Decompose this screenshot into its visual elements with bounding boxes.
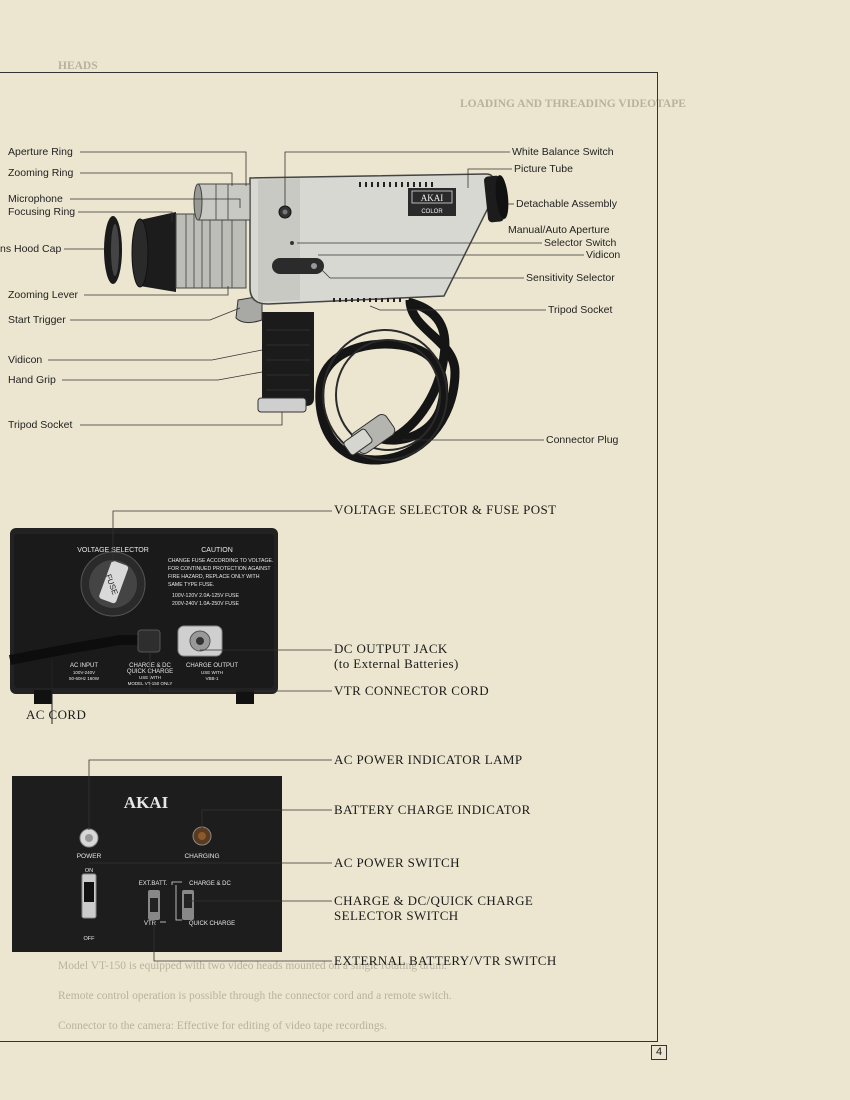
caution-line: SAME TYPE FUSE. bbox=[168, 582, 214, 588]
label-vidicon-left: Vidicon bbox=[8, 354, 43, 366]
charger-front-panel-text: POWER CHARGING ON OFF EXT.BATT. VTR CHAR… bbox=[77, 853, 235, 942]
camera-brand-badge: AKAI bbox=[421, 193, 444, 203]
label-sensitivity-selector: Sensitivity Selector bbox=[526, 272, 615, 284]
camera-illustration: AKAI COLOR bbox=[104, 173, 509, 465]
label-selector-switch-front: SELECTOR SWITCH bbox=[334, 908, 459, 923]
front-panel-brand: AKAI bbox=[124, 793, 169, 812]
charger-back-illustration: FUSE bbox=[9, 528, 278, 724]
label-tripod-socket-left: Tripod Socket bbox=[8, 419, 73, 431]
label-dc-output-jack-sub: (to External Batteries) bbox=[334, 656, 459, 671]
label-charge-dc-quick-charge: CHARGE & DC/QUICK CHARGE bbox=[334, 893, 534, 908]
page-number: 4 bbox=[651, 1045, 667, 1060]
caution-line: 200V-240V 1.0A-250V FUSE bbox=[172, 601, 239, 607]
label-battery-charge-indicator: BATTERY CHARGE INDICATOR bbox=[334, 802, 531, 817]
label-lens-hood-cap: ns Hood Cap bbox=[0, 243, 62, 255]
charge-output-sub: USE WITH bbox=[201, 670, 223, 675]
label-microphone: Microphone bbox=[8, 193, 63, 205]
caution-title: CAUTION bbox=[201, 547, 233, 554]
power-label: POWER bbox=[77, 853, 102, 860]
label-picture-tube: Picture Tube bbox=[514, 163, 573, 175]
ac-input-sub: 50-60Hz 160W bbox=[69, 676, 100, 681]
figure-frame bbox=[0, 72, 658, 1042]
label-detachable-assembly: Detachable Assembly bbox=[516, 198, 617, 210]
label-ac-cord: AC CORD bbox=[26, 707, 87, 722]
label-dc-output-jack: DC OUTPUT JACK bbox=[334, 641, 448, 656]
label-connector-plug: Connector Plug bbox=[546, 434, 619, 446]
charge-dc-front-label: CHARGE & DC bbox=[189, 881, 231, 887]
charging-label: CHARGING bbox=[184, 853, 219, 860]
ac-input-sub: 100V-240V bbox=[73, 670, 95, 675]
label-focusing-ring: Focusing Ring bbox=[8, 206, 76, 218]
label-zooming-lever: Zooming Lever bbox=[8, 289, 79, 301]
bleed-heading-right: LOADING AND THREADING VIDEOTAPE bbox=[460, 98, 686, 110]
label-vtr-connector-cord: VTR CONNECTOR CORD bbox=[334, 683, 490, 698]
bleed-line: Model VT-150 is equipped with two video … bbox=[58, 960, 448, 972]
caution-line: FIRE HAZARD, REPLACE ONLY WITH bbox=[168, 574, 260, 580]
label-hand-grip: Hand Grip bbox=[8, 374, 56, 386]
label-vidicon-right: Vidicon bbox=[586, 249, 621, 261]
caution-line: FOR CONTINUED PROTECTION AGAINST bbox=[168, 566, 271, 572]
label-white-balance-switch: White Balance Switch bbox=[512, 146, 614, 158]
vtr-label: VTR bbox=[144, 921, 157, 927]
caution-line: CHANGE FUSE ACCORDING TO VOLTAGE. bbox=[168, 558, 273, 564]
charger-leader-lines bbox=[112, 510, 332, 692]
bleed-heading-left: HEADS bbox=[58, 60, 98, 72]
quick-charge-front-label: QUICK CHARGE bbox=[189, 921, 235, 927]
caution-line: 100V-120V 2.0A-125V FUSE bbox=[172, 593, 239, 599]
label-voltage-selector-fuse-post: VOLTAGE SELECTOR & FUSE POST bbox=[334, 502, 557, 517]
label-tripod-socket-right: Tripod Socket bbox=[548, 304, 613, 316]
charger-front-illustration: AKAI bbox=[12, 776, 282, 952]
charge-output-label: CHARGE OUTPUT bbox=[186, 663, 238, 669]
label-manual-auto-aperture: Manual/Auto Aperture bbox=[508, 224, 610, 236]
front-leader-lines bbox=[88, 759, 332, 962]
label-ac-power-indicator-lamp: AC POWER INDICATOR LAMP bbox=[334, 752, 523, 767]
label-zooming-ring: Zooming Ring bbox=[8, 167, 74, 179]
off-label: OFF bbox=[84, 936, 96, 942]
camera-leader-lines bbox=[48, 151, 584, 441]
bleed-line: Remote control operation is possible thr… bbox=[58, 990, 452, 1002]
camera-color-badge: COLOR bbox=[421, 209, 443, 215]
label-start-trigger: Start Trigger bbox=[8, 314, 66, 326]
charge-output-sub: VBB-1 bbox=[205, 676, 219, 681]
label-external-battery-vtr-switch: EXTERNAL BATTERY/VTR SWITCH bbox=[334, 953, 557, 968]
bleed-line: Connector to the camera: Effective for e… bbox=[58, 1020, 388, 1032]
label-selector-switch: Selector Switch bbox=[544, 237, 617, 249]
ext-batt-label: EXT.BATT. bbox=[139, 881, 168, 887]
ac-input-label: AC INPUT bbox=[70, 663, 98, 669]
on-label: ON bbox=[85, 868, 93, 874]
label-ac-power-switch: AC POWER SWITCH bbox=[334, 855, 460, 870]
label-aperture-ring: Aperture Ring bbox=[8, 146, 73, 158]
